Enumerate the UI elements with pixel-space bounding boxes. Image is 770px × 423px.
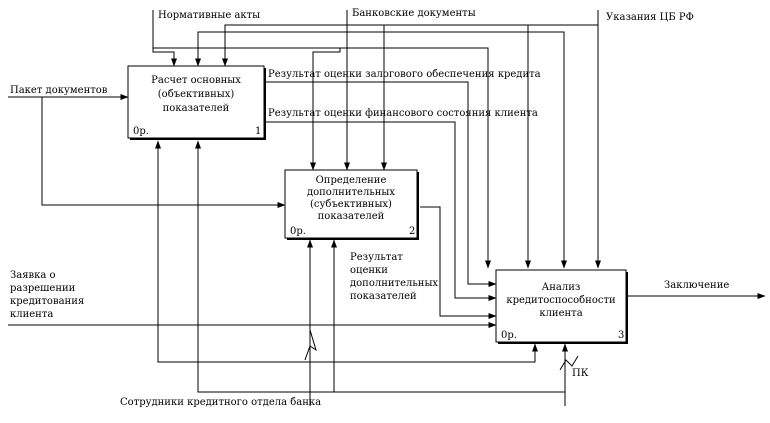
block-1-line-3: показателей xyxy=(163,103,230,114)
label-credit-request-1: Заявка о xyxy=(10,270,56,281)
block-3-line-2: кредитоспособности xyxy=(506,295,616,306)
label-credit-request-2: разрешении xyxy=(10,283,76,294)
label-credit-request-4: клиента xyxy=(10,309,53,320)
block-3-number: 3 xyxy=(618,330,624,341)
label-normative-acts: Нормативные акты xyxy=(158,10,260,21)
block-1-number: 1 xyxy=(255,126,261,137)
arrow-lines xyxy=(8,10,766,406)
block-2-line-2: дополнительных xyxy=(307,187,395,198)
block-3-line-1: Анализ xyxy=(542,282,581,293)
svg-text:кредитоспособности: кредитоспособности xyxy=(506,295,616,306)
block-1-line-2: (объективных) xyxy=(158,89,235,100)
label-bank-documents: Банковские документы xyxy=(352,8,476,19)
arrow-normative-acts-line xyxy=(152,10,491,269)
label-cb-instructions: Указания ЦБ РФ xyxy=(606,12,694,23)
label-staff: Сотрудники кредитного отдела банка xyxy=(120,397,321,408)
arrow-bank-documents-line xyxy=(346,10,567,269)
svg-text:показателей: показателей xyxy=(318,211,385,222)
block-2-cost: 0р. xyxy=(290,226,306,237)
label-additional-result-1: Результат xyxy=(350,252,403,263)
label-credit-request-3: кредитования xyxy=(10,296,84,307)
function-block-3: Анализ кредитоспособности клиента 0р. 3 xyxy=(495,269,628,344)
block-2-line-3: (субъективных) xyxy=(310,199,392,210)
label-collateral-result: Результат оценки залогового обеспечения … xyxy=(268,69,541,80)
svg-text:показателей: показателей xyxy=(163,103,230,114)
block-3-line-3: клиента xyxy=(539,308,582,319)
block-2-number: 2 xyxy=(409,226,415,237)
block-3-cost: 0р. xyxy=(501,330,517,341)
svg-text:(объективных): (объективных) xyxy=(158,89,235,100)
label-additional-result-2: оценки xyxy=(350,265,388,276)
label-pc: ПК xyxy=(572,368,589,379)
svg-text:(субъективных): (субъективных) xyxy=(310,199,392,210)
block-1-line-1: Расчет основных xyxy=(151,75,241,86)
svg-text:Анализ: Анализ xyxy=(542,282,581,293)
function-block-2: Определение дополнительных (субъективных… xyxy=(284,169,419,240)
label-additional-result-4: показателей xyxy=(350,291,417,302)
function-block-1: Расчет основных (объективных) показателе… xyxy=(127,65,266,140)
label-conclusion: Заключение xyxy=(664,280,729,291)
label-additional-result-3: дополнительных xyxy=(350,278,438,289)
svg-text:клиента: клиента xyxy=(539,308,582,319)
label-financial-result: Результат оценки финансового состояния к… xyxy=(268,108,538,119)
svg-text:Определение: Определение xyxy=(316,175,387,186)
block-2-line-4: показателей xyxy=(318,211,385,222)
block-2-line-1: Определение xyxy=(316,175,387,186)
svg-text:Расчет основных: Расчет основных xyxy=(151,75,241,86)
svg-text:дополнительных: дополнительных xyxy=(307,187,395,198)
block-1-cost: 0р. xyxy=(133,126,149,137)
label-package-docs: Пакет документов xyxy=(10,85,108,96)
